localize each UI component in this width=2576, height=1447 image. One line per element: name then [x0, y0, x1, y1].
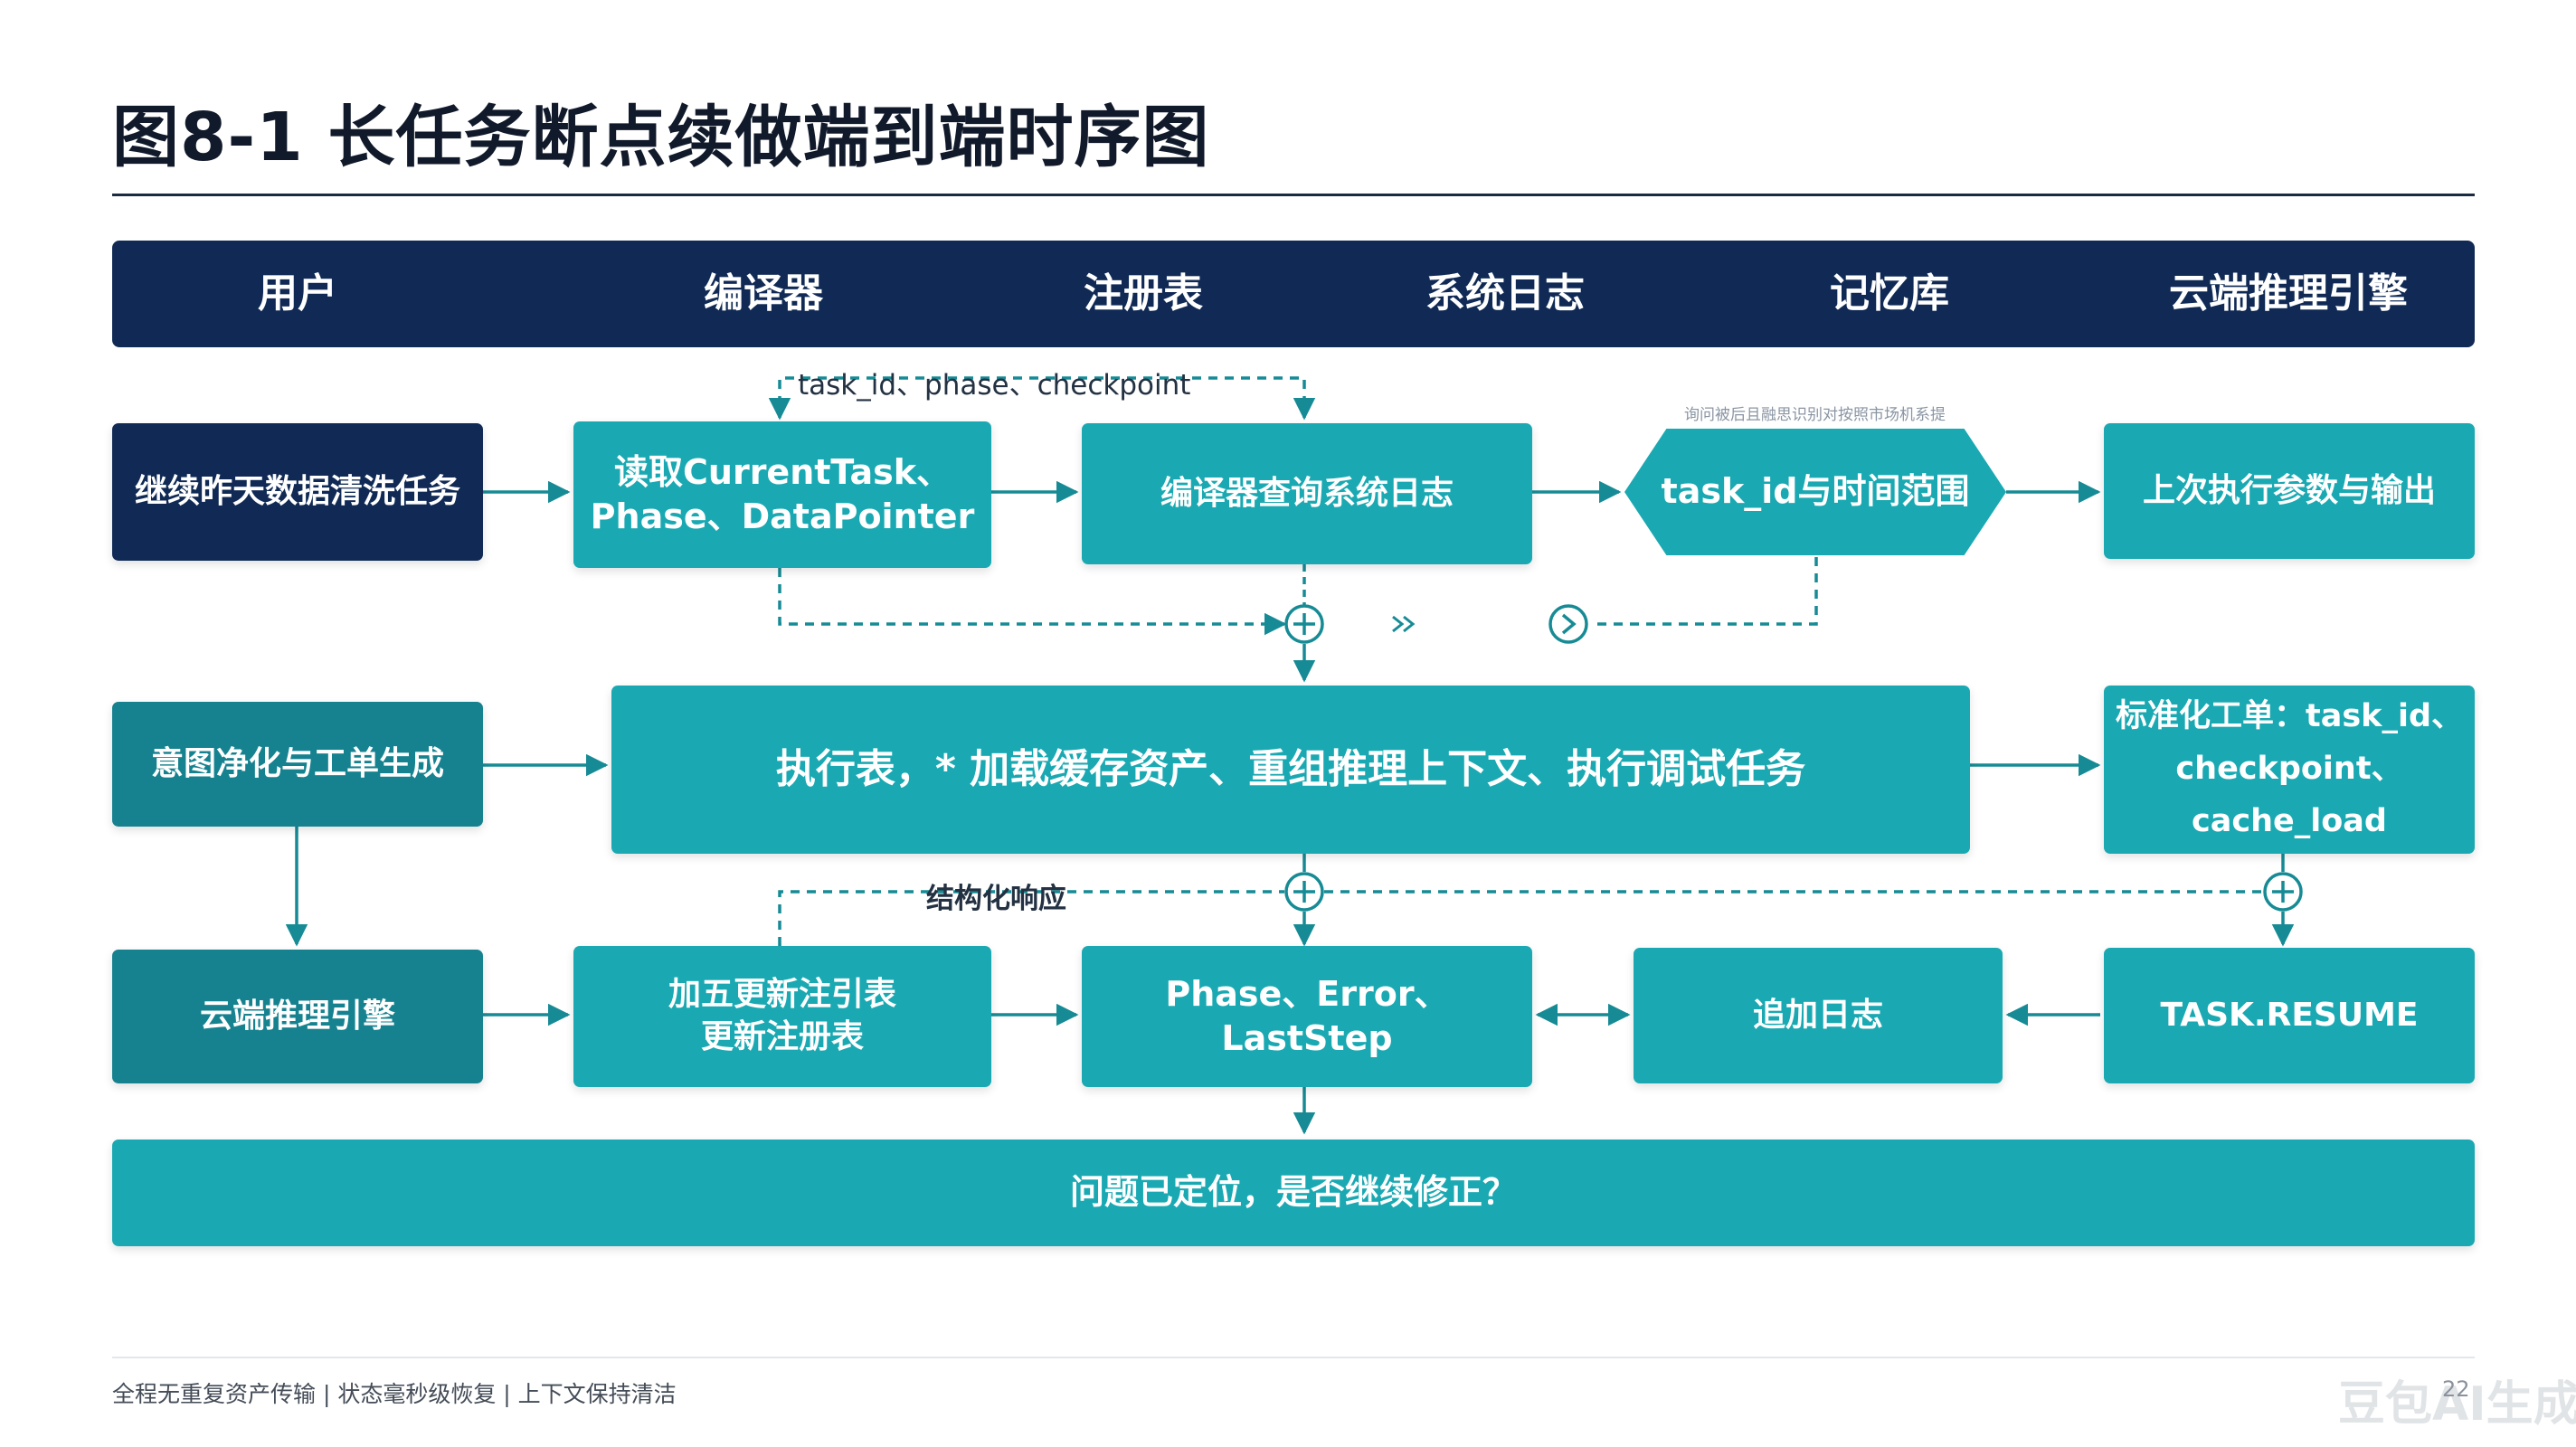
lane-header-bar [112, 241, 2475, 347]
node-problem-located: 问题已定位，是否继续修正？ [112, 1140, 2475, 1246]
footer-divider [112, 1357, 2475, 1358]
lane-registry: 注册表 [1084, 270, 1203, 317]
node-last-params: 上次执行参数与输出 [2104, 423, 2475, 559]
dashed-structured-response [778, 890, 1284, 946]
lane-cloud-engine: 云端推理引擎 [2169, 270, 2408, 317]
label-top-flow: task_id、phase、checkpoint [798, 369, 1191, 402]
label-tiny-note: 询问被后且融思识别对按照市场机系提 [1684, 406, 1946, 424]
lane-compiler: 编译器 [704, 270, 823, 317]
node-phase-error: Phase、Error、LastStep [1082, 946, 1532, 1087]
node-cloud-engine: 云端推理引擎 [112, 950, 483, 1083]
dashed-range-to-merge [1594, 557, 1818, 626]
node-compiler-query: 编译器查询系统日志 [1082, 423, 1532, 564]
lane-user: 用户 [258, 270, 337, 317]
merge-circle-2 [1548, 604, 1588, 644]
node-intent-purify: 意图净化与工单生成 [112, 702, 483, 827]
dashed-top-loop [778, 376, 1316, 421]
mid-chevron [1392, 615, 1416, 633]
dashed-read-to-merge [778, 568, 1287, 636]
lane-system-log: 系统日志 [1425, 270, 1585, 317]
node-append-log: 追加日志 [1634, 948, 2003, 1083]
label-structured-response: 结构化响应 [926, 883, 1066, 915]
node-taskid-range: task_id与时间范围 [1624, 429, 2006, 555]
title-divider [112, 194, 2475, 196]
merge-circle-2-mark [1561, 613, 1577, 635]
node-update-registry: 加五更新注引表 更新注册表 [573, 946, 991, 1087]
lane-memory: 记忆库 [1830, 270, 1949, 317]
node-task-resume: TASK.RESUME [2104, 948, 2475, 1083]
watermark: 豆包AI生成 [2338, 1377, 2576, 1432]
node-standard-ticket: 标准化工单：task_id、 checkpoint、cache_load [2104, 686, 2475, 854]
page-number: 22 [2442, 1376, 2470, 1402]
node-execute-main: 执行表，* 加载缓存资产、重组推理上下文、执行调试任务 [611, 686, 1970, 854]
node-read-current: 读取CurrentTask、 Phase、DataPointer [573, 421, 991, 568]
footer-text: 全程无重复资产传输 | 状态毫秒级恢复 | 上下文保持清洁 [112, 1381, 677, 1407]
page-title: 图8-1 长任务断点续做端到端时序图 [112, 99, 1210, 176]
node-continue-task: 继续昨天数据清洗任务 [112, 423, 483, 561]
